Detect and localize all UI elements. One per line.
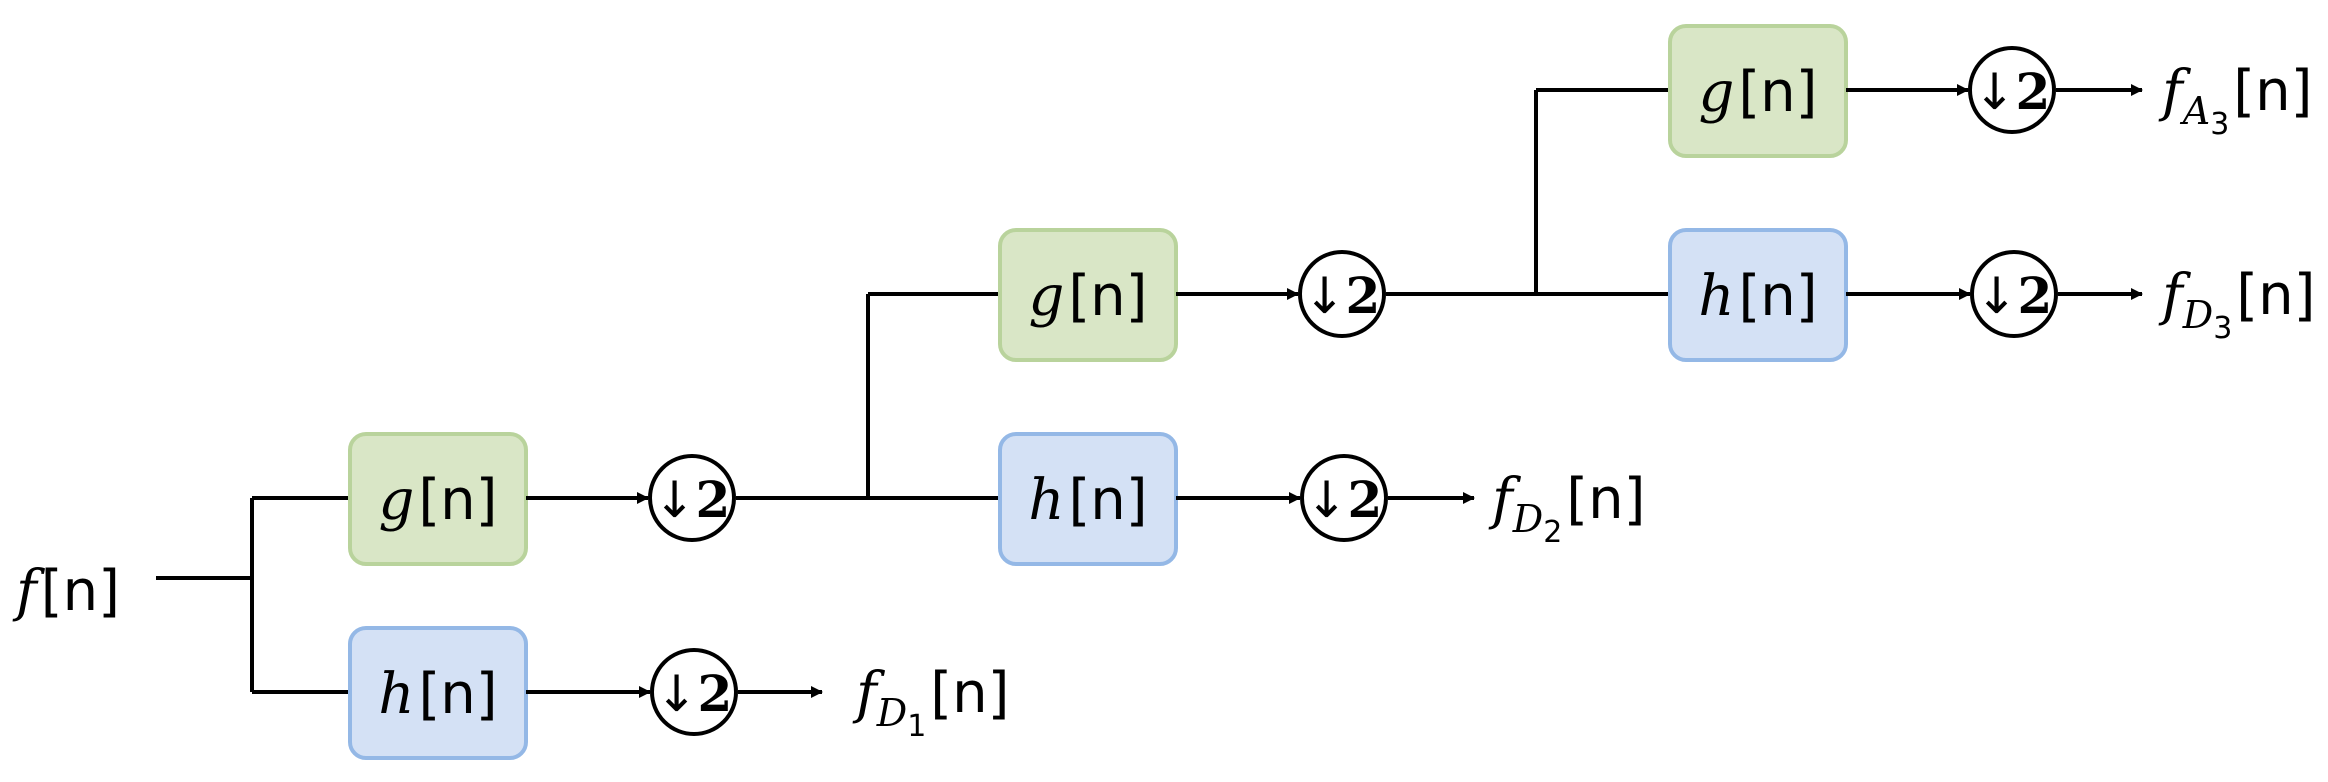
svg-text:g[n]: g[n] [1028,264,1147,329]
filter-h-level3: h[n] [1668,228,1848,362]
svg-text:↓2: ↓2 [1304,266,1381,325]
svg-text:fA3[n]: fA3[n] [2158,59,2312,142]
filter-g-level2: g[n] [998,228,1178,362]
output-label-d1: fD1[n] [852,661,1009,744]
svg-text:fD1[n]: fD1[n] [852,661,1009,744]
downsample-level3-approx: ↓2 [1968,46,2056,134]
svg-text:f[n]: f[n] [12,559,120,624]
downsample-level1-approx: ↓2 [648,454,736,542]
svg-text:h[n]: h[n] [1698,264,1817,329]
svg-text:↓2: ↓2 [656,664,733,723]
input-label: f[n] [12,559,120,624]
svg-text:h[n]: h[n] [1028,468,1147,533]
wires-level2 [1176,288,1536,504]
wires-level1 [526,492,868,698]
svg-text:h[n]: h[n] [378,662,497,727]
downsample-level2-approx: ↓2 [1298,250,1386,338]
wires-level3 [1846,84,2143,300]
svg-text:fD3[n]: fD3[n] [2158,263,2315,346]
output-label-d3: fD3[n] [2158,263,2315,346]
downsample-level2-detail: ↓2 [1300,454,1388,542]
output-label-a3: fA3[n] [2158,59,2312,142]
split-connector-level2 [866,292,1000,500]
svg-text:fD2[n]: fD2[n] [1488,467,1645,550]
split-connector-level3 [1534,88,1670,296]
output-label-d2: fD2[n] [1488,467,1645,550]
svg-text:↓2: ↓2 [1974,62,2051,121]
svg-text:g[n]: g[n] [1698,60,1817,125]
downsample-level1-detail: ↓2 [650,648,738,736]
svg-text:g[n]: g[n] [378,468,497,533]
svg-text:↓2: ↓2 [1976,266,2053,325]
svg-text:↓2: ↓2 [654,470,731,529]
input-connector [156,496,350,694]
filter-g-level1: g[n] [348,432,528,566]
filter-h-level2: h[n] [998,432,1178,566]
downsample-level3-detail: ↓2 [1970,250,2058,338]
svg-text:↓2: ↓2 [1306,470,1383,529]
filter-h-level1: h[n] [348,626,528,760]
filter-g-level3: g[n] [1668,24,1848,158]
